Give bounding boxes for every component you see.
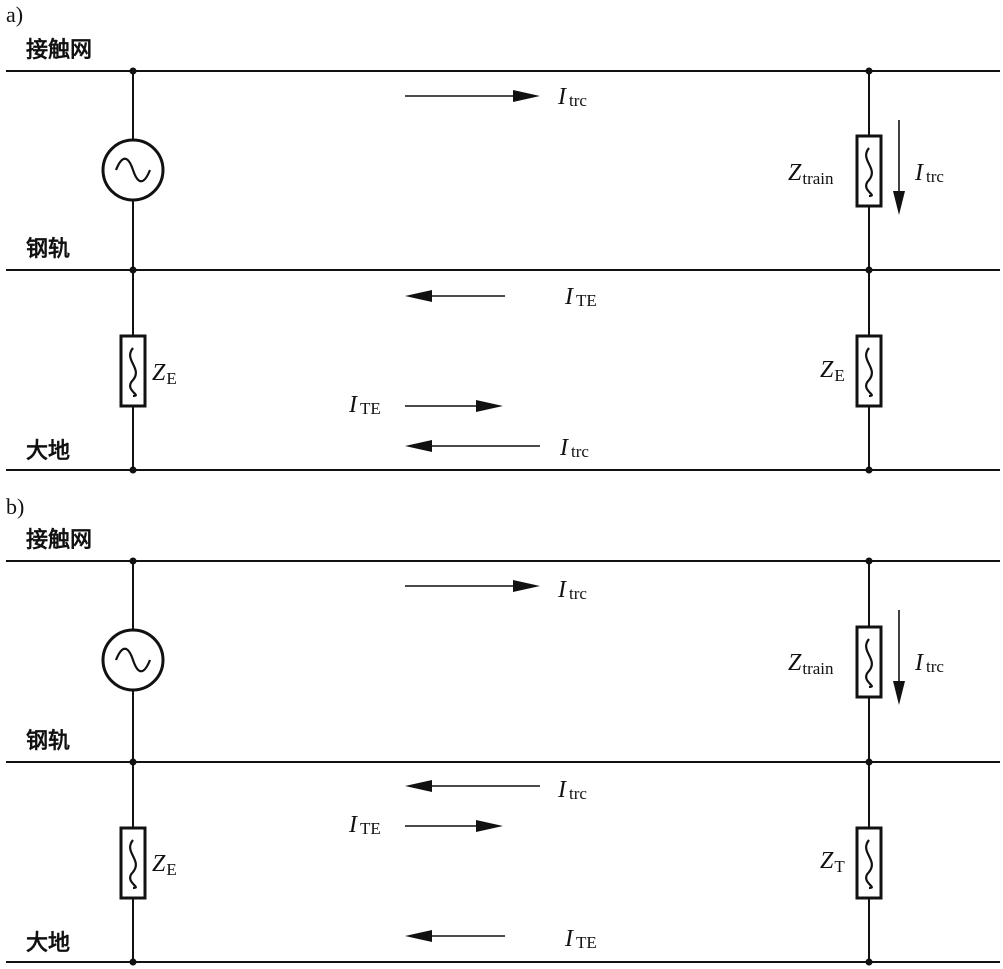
right-ground-impedance-label: ZT (820, 848, 845, 876)
train-impedance-label: Ztrain (788, 650, 834, 678)
catenary-label: 接触网 (26, 37, 92, 63)
current-arrow-left (405, 290, 505, 302)
impedance-icon (855, 826, 883, 900)
left-ground-impedance-label: ZE (152, 360, 177, 388)
current-arrow-down (893, 610, 905, 705)
current-arrow-right (405, 400, 503, 412)
impedance-icon (119, 826, 147, 900)
ac-source-icon (101, 138, 165, 202)
panel-label: a) (6, 2, 23, 27)
train-impedance-label: Ztrain (788, 160, 834, 188)
impedance-icon (855, 134, 883, 208)
current-arrow-left (405, 930, 505, 942)
panel-a: a) 接触网 钢轨 大地 ZE Ztrain (6, 2, 1000, 474)
current-arrow-left (405, 440, 540, 452)
impedance-icon (119, 334, 147, 408)
current-arrow-right (405, 580, 540, 592)
impedance-icon (855, 334, 883, 408)
current-arrow-right (405, 90, 540, 102)
current-arrow-down (893, 120, 905, 215)
earth-label: 大地 (26, 931, 70, 956)
rail-label: 钢轨 (26, 728, 70, 754)
panel-b: b) 接触网 钢轨 大地 ZE Ztrain (6, 494, 1000, 966)
impedance-icon (855, 625, 883, 699)
rail-label: 钢轨 (26, 236, 70, 262)
ac-source-icon (101, 628, 165, 692)
earth-label: 大地 (26, 439, 70, 464)
current-arrow-left (405, 780, 540, 792)
left-ground-impedance-label: ZE (152, 851, 177, 879)
right-ground-impedance-label: ZE (820, 357, 845, 385)
current-arrow-right (405, 820, 503, 832)
catenary-label: 接触网 (26, 527, 92, 553)
panel-label: b) (6, 494, 24, 519)
